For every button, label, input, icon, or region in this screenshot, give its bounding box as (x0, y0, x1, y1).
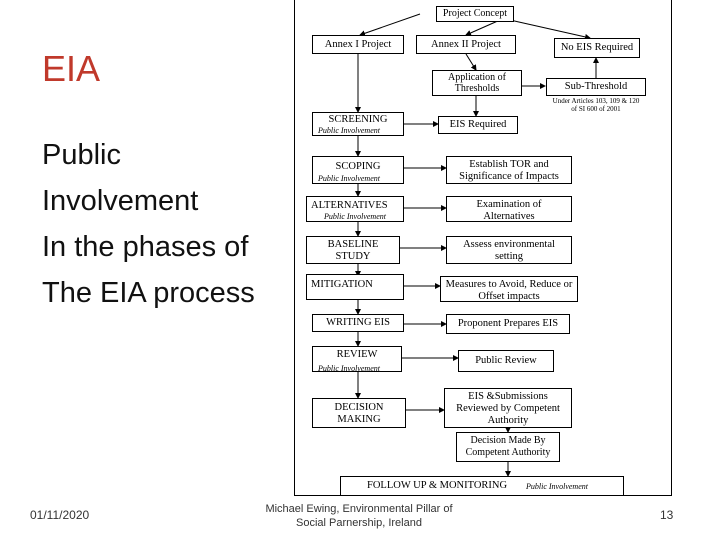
no-eis-box: No EIS Required (554, 38, 640, 58)
public-review-label: Public Review (475, 355, 537, 366)
annex1-box: Annex I Project (312, 35, 404, 54)
annex2-box: Annex II Project (416, 35, 516, 54)
slide-subtitle: Public Involvement In the phases of The … (42, 132, 255, 316)
thresholds-label: Application of Thresholds (447, 72, 507, 94)
subtitle-line: The EIA process (42, 277, 255, 309)
eis-required-label: EIS Required (449, 119, 507, 130)
screening-box: SCREENING (312, 112, 404, 136)
assess-label: Assess environmental setting (463, 239, 555, 262)
eis-submissions-box: EIS &Submissions Reviewed by Competent A… (444, 388, 572, 428)
public-involvement-tag: Public Involvement (526, 482, 588, 491)
measures-label: Measures to Avoid, Reduce or Offset impa… (445, 279, 573, 302)
baseline-label: BASELINE STUDY (327, 239, 379, 262)
scoping-label: SCOPING (335, 161, 381, 172)
tor-box: Establish TOR and Significance of Impact… (446, 156, 572, 184)
review-label: REVIEW (336, 349, 378, 360)
writing-eis-box: WRITING EIS (312, 314, 404, 332)
decision-making-box: DECISION MAKING (312, 398, 406, 428)
sub-threshold-label: Sub-Threshold (564, 81, 628, 92)
proponent-box: Proponent Prepares EIS (446, 314, 570, 334)
public-involvement-tag: Public Involvement (318, 126, 380, 135)
examination-label: Examination of Alternatives (476, 199, 542, 222)
examination-box: Examination of Alternatives (446, 196, 572, 222)
public-review-box: Public Review (458, 350, 554, 372)
mitigation-label: MITIGATION (311, 279, 373, 290)
measures-box: Measures to Avoid, Reduce or Offset impa… (440, 276, 578, 302)
writing-eis-label: WRITING EIS (326, 317, 390, 328)
annex1-label: Annex I Project (324, 39, 392, 50)
slide-title: EIA (42, 48, 101, 89)
eis-required-box: EIS Required (438, 116, 518, 134)
credit-line: Michael Ewing, Environmental Pillar of (265, 503, 453, 515)
footer-credit: Michael Ewing, Environmental Pillar of S… (252, 502, 466, 530)
thresholds-box: Application of Thresholds (432, 70, 522, 96)
subtitle-line: In the phases of (42, 231, 249, 263)
alternatives-box: ALTERNATIVES (306, 196, 404, 222)
sub-threshold-box: Sub-Threshold (546, 78, 646, 96)
decision-made-label: Decision Made By Competent Authority (465, 435, 551, 458)
no-eis-label: No EIS Required (560, 42, 634, 53)
public-involvement-tag: Public Involvement (324, 212, 386, 221)
decision-made-box: Decision Made By Competent Authority (456, 432, 560, 462)
annex2-label: Annex II Project (431, 39, 501, 50)
subtitle-line: Public (42, 139, 121, 171)
sub-threshold-note: Under Articles 103, 109 & 120 of SI 600 … (544, 97, 648, 113)
note-line: of SI 600 of 2001 (571, 105, 621, 113)
page-number: 13 (660, 508, 674, 522)
screening-label: SCREENING (328, 114, 388, 125)
review-box: REVIEW (312, 346, 402, 372)
follow-up-box: FOLLOW UP & MONITORING (340, 476, 624, 496)
proponent-label: Proponent Prepares EIS (457, 318, 559, 329)
mitigation-box: MITIGATION (306, 274, 404, 300)
project-concept-label: Project Concept (442, 8, 508, 19)
subtitle-line: Involvement (42, 185, 199, 217)
credit-line: Social Parnership, Ireland (296, 517, 422, 529)
tor-label: Establish TOR and Significance of Impact… (459, 159, 559, 182)
note-line: Under Articles 103, 109 & 120 (552, 97, 640, 105)
footer-date: 01/11/2020 (30, 508, 90, 522)
eis-submissions-label: EIS &Submissions Reviewed by Competent A… (456, 391, 560, 426)
public-involvement-tag: Public Involvement (318, 174, 380, 183)
scoping-box: SCOPING (312, 156, 404, 184)
assess-box: Assess environmental setting (446, 236, 572, 264)
public-involvement-tag: Public Involvement (318, 364, 380, 373)
baseline-box: BASELINE STUDY (306, 236, 400, 264)
alternatives-label: ALTERNATIVES (311, 200, 388, 211)
follow-up-label: FOLLOW UP & MONITORING (367, 480, 508, 491)
project-concept-box: Project Concept (436, 6, 514, 22)
decision-making-label: DECISION MAKING (334, 402, 384, 425)
